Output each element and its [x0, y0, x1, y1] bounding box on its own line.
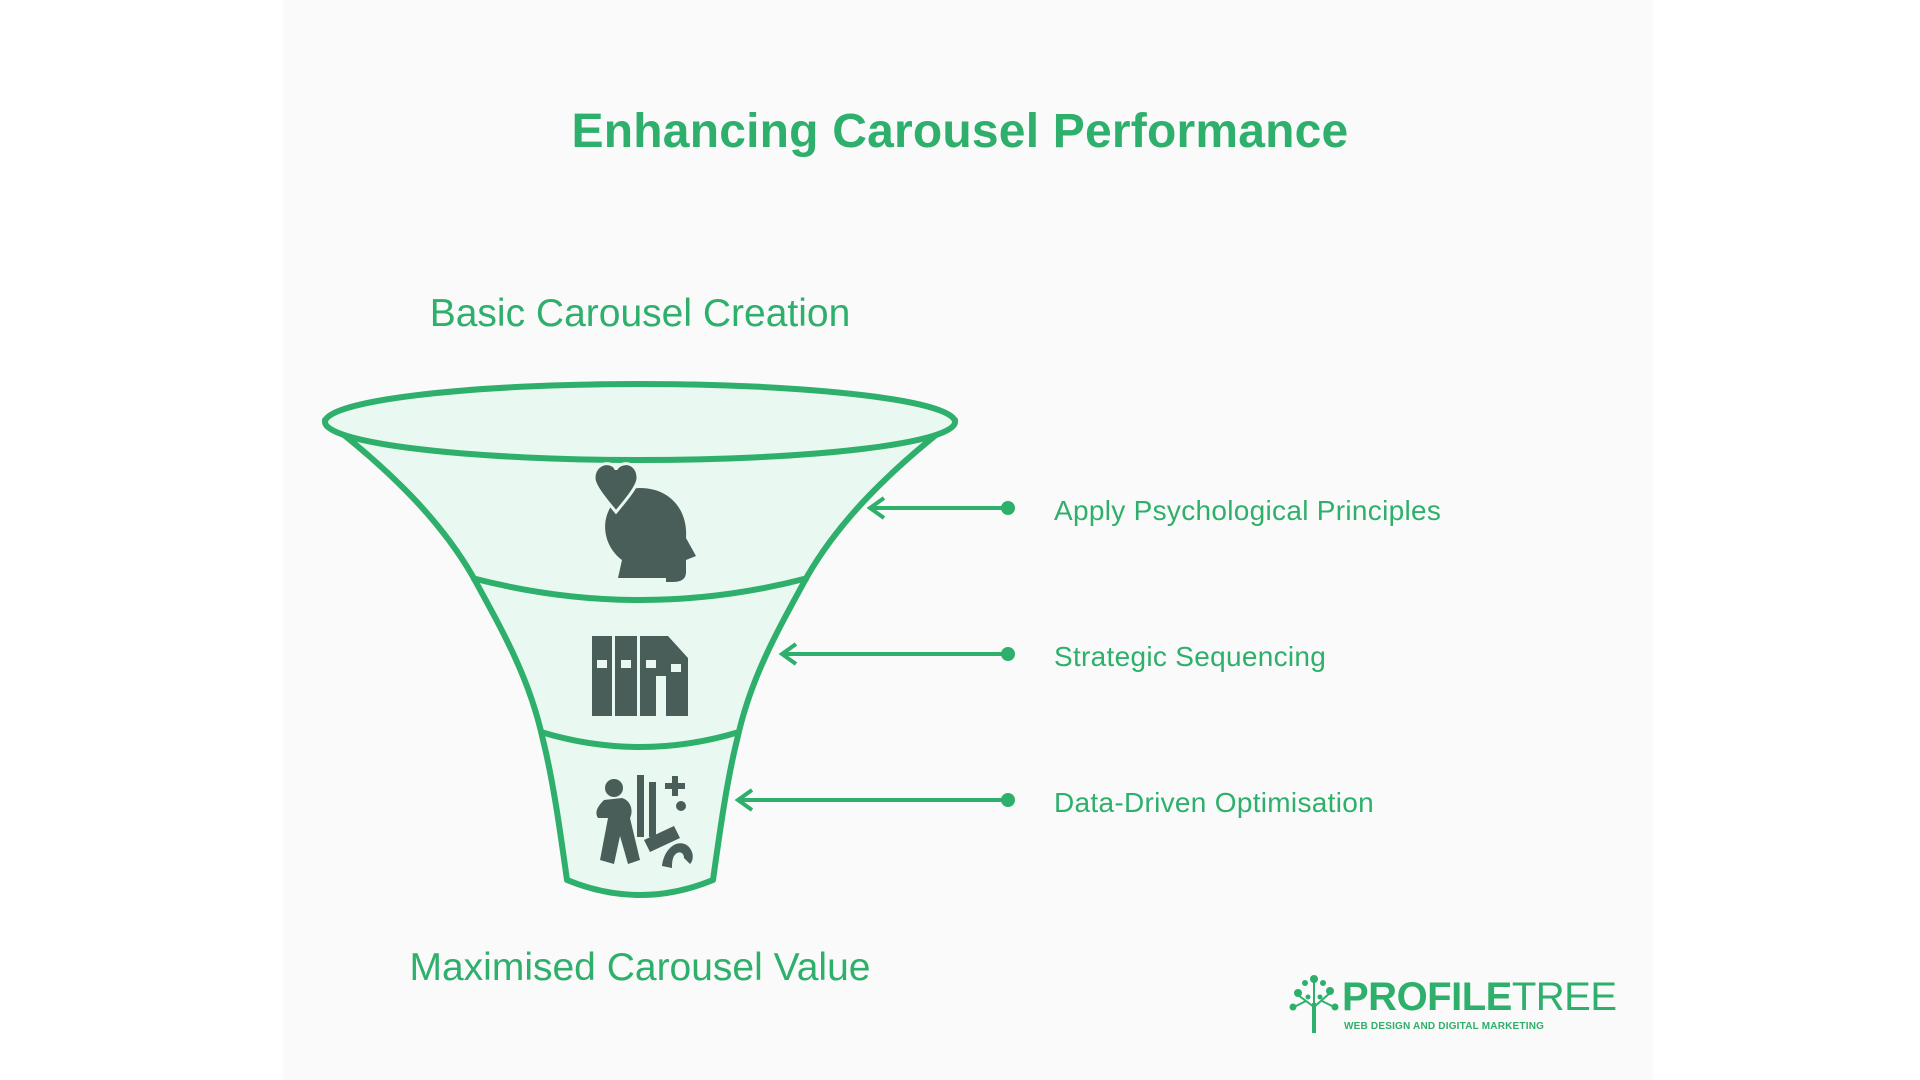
connector-stage-2 [778, 642, 1015, 666]
funnel-divider-2 [540, 729, 740, 750]
logo-wordmark: PROFILETREE [1342, 975, 1617, 1019]
funnel-divider-1 [471, 575, 809, 603]
diagram-title: Enhancing Carousel Performance [571, 105, 1349, 158]
head-heart-icon [592, 462, 696, 582]
tree-logo-icon [1289, 975, 1339, 1033]
optimisation-figure-icon [596, 775, 693, 868]
connector-stage-1 [866, 496, 1015, 520]
funnel-top-label: Basic Carousel Creation [429, 292, 851, 335]
connector-stage-3 [734, 788, 1015, 812]
funnel-bottom-label: Maximised Carousel Value [409, 946, 871, 989]
funnel-rim [322, 381, 958, 463]
stage-label-psychological: Apply Psychological Principles [1054, 495, 1442, 526]
profiletree-logo: PROFILETREE WEB DESIGN AND DIGITAL MARKE… [1288, 973, 1617, 1043]
logo-tagline: WEB DESIGN AND DIGITAL MARKETING [1344, 1021, 1545, 1032]
sequence-blocks-icon [592, 636, 688, 716]
stage-label-optimisation: Data-Driven Optimisation [1054, 787, 1374, 818]
stage-label-sequencing: Strategic Sequencing [1054, 641, 1327, 672]
